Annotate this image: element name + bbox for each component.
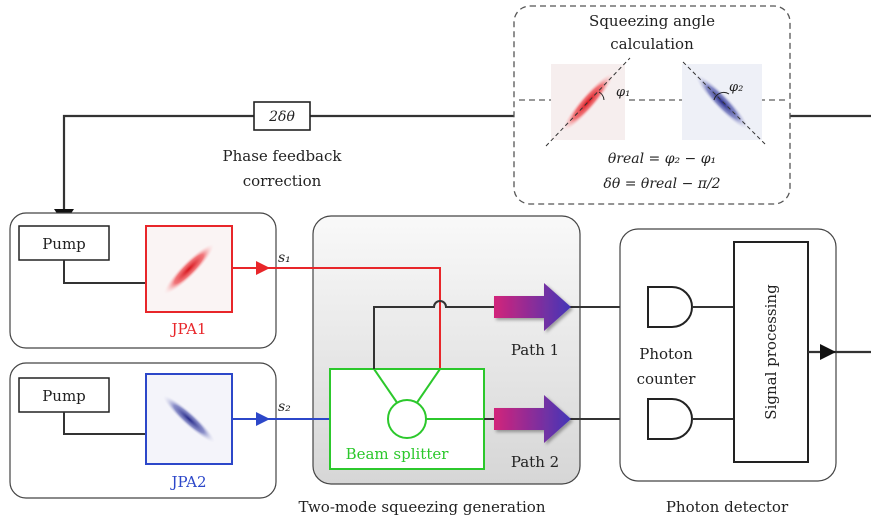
squeezing-panel (513, 5, 791, 205)
signal-processing-box (733, 241, 809, 463)
phi2-label: φ₂ (729, 80, 743, 95)
s1-label: s₁ (278, 250, 291, 266)
jpa1-squeezed-state (162, 242, 216, 296)
photon-counter-2 (647, 398, 693, 440)
feedback-caption-line1: Phase feedback (223, 147, 343, 165)
path2-arrow (494, 395, 571, 443)
two-mode-caption: Two-mode squeezing generation (298, 498, 545, 516)
s2-label: s₂ (278, 399, 291, 415)
path2-label: Path 2 (511, 453, 559, 471)
phi2-arc (713, 92, 730, 101)
squeezing-title-line1: Squeezing angle (589, 12, 715, 30)
squeezing-title-line2: calculation (610, 35, 694, 53)
jpa2-squeezed-state (161, 394, 217, 444)
phase-box (253, 101, 311, 131)
beam-splitter-lead-left (373, 368, 399, 405)
signal-processing-label: Signal processing (762, 284, 780, 420)
jpa2-label: JPA2 (169, 473, 206, 491)
jpa2-pump-label: Pump (42, 387, 86, 405)
jpa1-pump-label: Pump (42, 235, 86, 253)
jpa1-pump-wire (63, 260, 146, 284)
phi1-arc (598, 91, 605, 101)
jpa1-pump-box (18, 225, 110, 261)
output-arrowhead (820, 344, 836, 360)
beam-splitter-lead-right (415, 368, 441, 405)
photon-detector-caption: Photon detector (666, 498, 789, 516)
s1-signal-line (232, 267, 441, 368)
photon-counter-1 (647, 286, 693, 328)
phi1-label: φ₁ (616, 85, 630, 100)
phase-box-label: 2δθ (268, 109, 295, 125)
s1-arrowhead (256, 261, 270, 275)
path1-wire (373, 300, 647, 369)
equation-delta-theta: δθ = θreal − π/2 (603, 176, 720, 192)
equation-theta-real: θreal = φ₂ − φ₁ (608, 151, 716, 167)
red-axis-line (545, 57, 631, 147)
feedback-caption-line2: correction (243, 172, 322, 190)
path1-label: Path 1 (511, 341, 559, 359)
beam-splitter-label: Beam splitter (346, 445, 450, 463)
jpa1-label: JPA1 (169, 320, 206, 338)
photon-counter-line2: counter (637, 370, 697, 388)
blue-axis-line (682, 61, 768, 147)
s2-arrowhead (256, 412, 270, 426)
jpa2-pump-wire (63, 412, 146, 435)
path1-arrow (494, 283, 571, 331)
jpa2-pump-box (18, 377, 110, 413)
beam-splitter-circle (387, 399, 427, 439)
red-squeezed-state (561, 71, 615, 133)
photon-counter-line1: Photon (639, 345, 693, 363)
